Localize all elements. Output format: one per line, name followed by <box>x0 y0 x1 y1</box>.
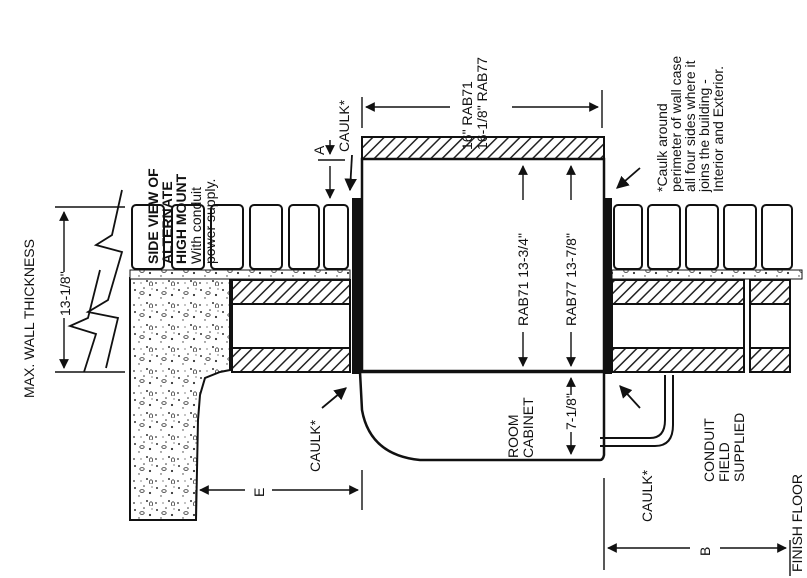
framing-left <box>231 279 351 373</box>
width-rab77-label: 16-1/8" RAB77 <box>474 57 490 150</box>
side-view-title-3: HIGH MOUNT <box>173 173 189 264</box>
break-lines <box>67 189 124 373</box>
dim-b-label: B <box>697 547 713 556</box>
caulk-left-label: CAULK* <box>307 419 323 472</box>
room-cabinet-label-1: ROOM <box>505 414 521 458</box>
cabinet-depth-label: 7-1/8" <box>563 393 579 430</box>
dimension-lines <box>55 90 791 576</box>
framing-right <box>611 279 791 373</box>
caulk-top-label: CAULK* <box>336 99 352 152</box>
caulk-note-1: *Caulk around <box>654 103 670 192</box>
caulk-arrows <box>321 154 641 409</box>
conduit-label-3: SUPPLIED <box>731 413 747 482</box>
side-view-note-1: With conduit <box>188 187 204 264</box>
wall-sleeve <box>352 136 612 374</box>
caulk-note-3: all four sides where it <box>682 60 698 192</box>
caulk-note-5: Interior and Exterior. <box>710 66 726 192</box>
rab71-height-label: RAB71 13-3/4" <box>515 233 531 326</box>
side-view-title-2: ALTERNATE <box>159 181 175 264</box>
side-view-title-1: SIDE VIEW OF <box>145 168 161 264</box>
conduit-label-1: CONDUIT <box>701 418 717 482</box>
caulk-bottom-label: CAULK* <box>639 469 655 522</box>
finish-floor-label: FINISH FLOOR <box>789 474 805 572</box>
room-cabinet-label-2: CABINET <box>520 397 536 458</box>
conduit-label-2: FIELD <box>716 442 732 482</box>
caulk-note-4: joins the building - <box>696 79 712 193</box>
concrete-wall <box>129 277 231 521</box>
side-view-note-2: power supply. <box>202 179 218 264</box>
max-wall-thickness-label: MAX. WALL THICKNESS <box>21 239 37 398</box>
rab77-height-label: RAB77 13-7/8" <box>563 233 579 326</box>
labels: MAX. WALL THICKNESS 13-1/8" SIDE VIEW OF… <box>21 56 805 572</box>
dim-e-label: E <box>251 488 267 497</box>
dim-a-label: A <box>311 145 327 155</box>
wall-thickness-dim: 13-1/8" <box>57 271 73 316</box>
width-rab71-label: 16" RAB71 <box>459 81 475 150</box>
brick-wall-right <box>613 204 793 270</box>
brick-wall-left <box>131 204 349 270</box>
room-cabinet <box>358 370 606 462</box>
caulk-note-2: perimeter of wall case <box>668 56 684 192</box>
conduit <box>600 375 674 447</box>
